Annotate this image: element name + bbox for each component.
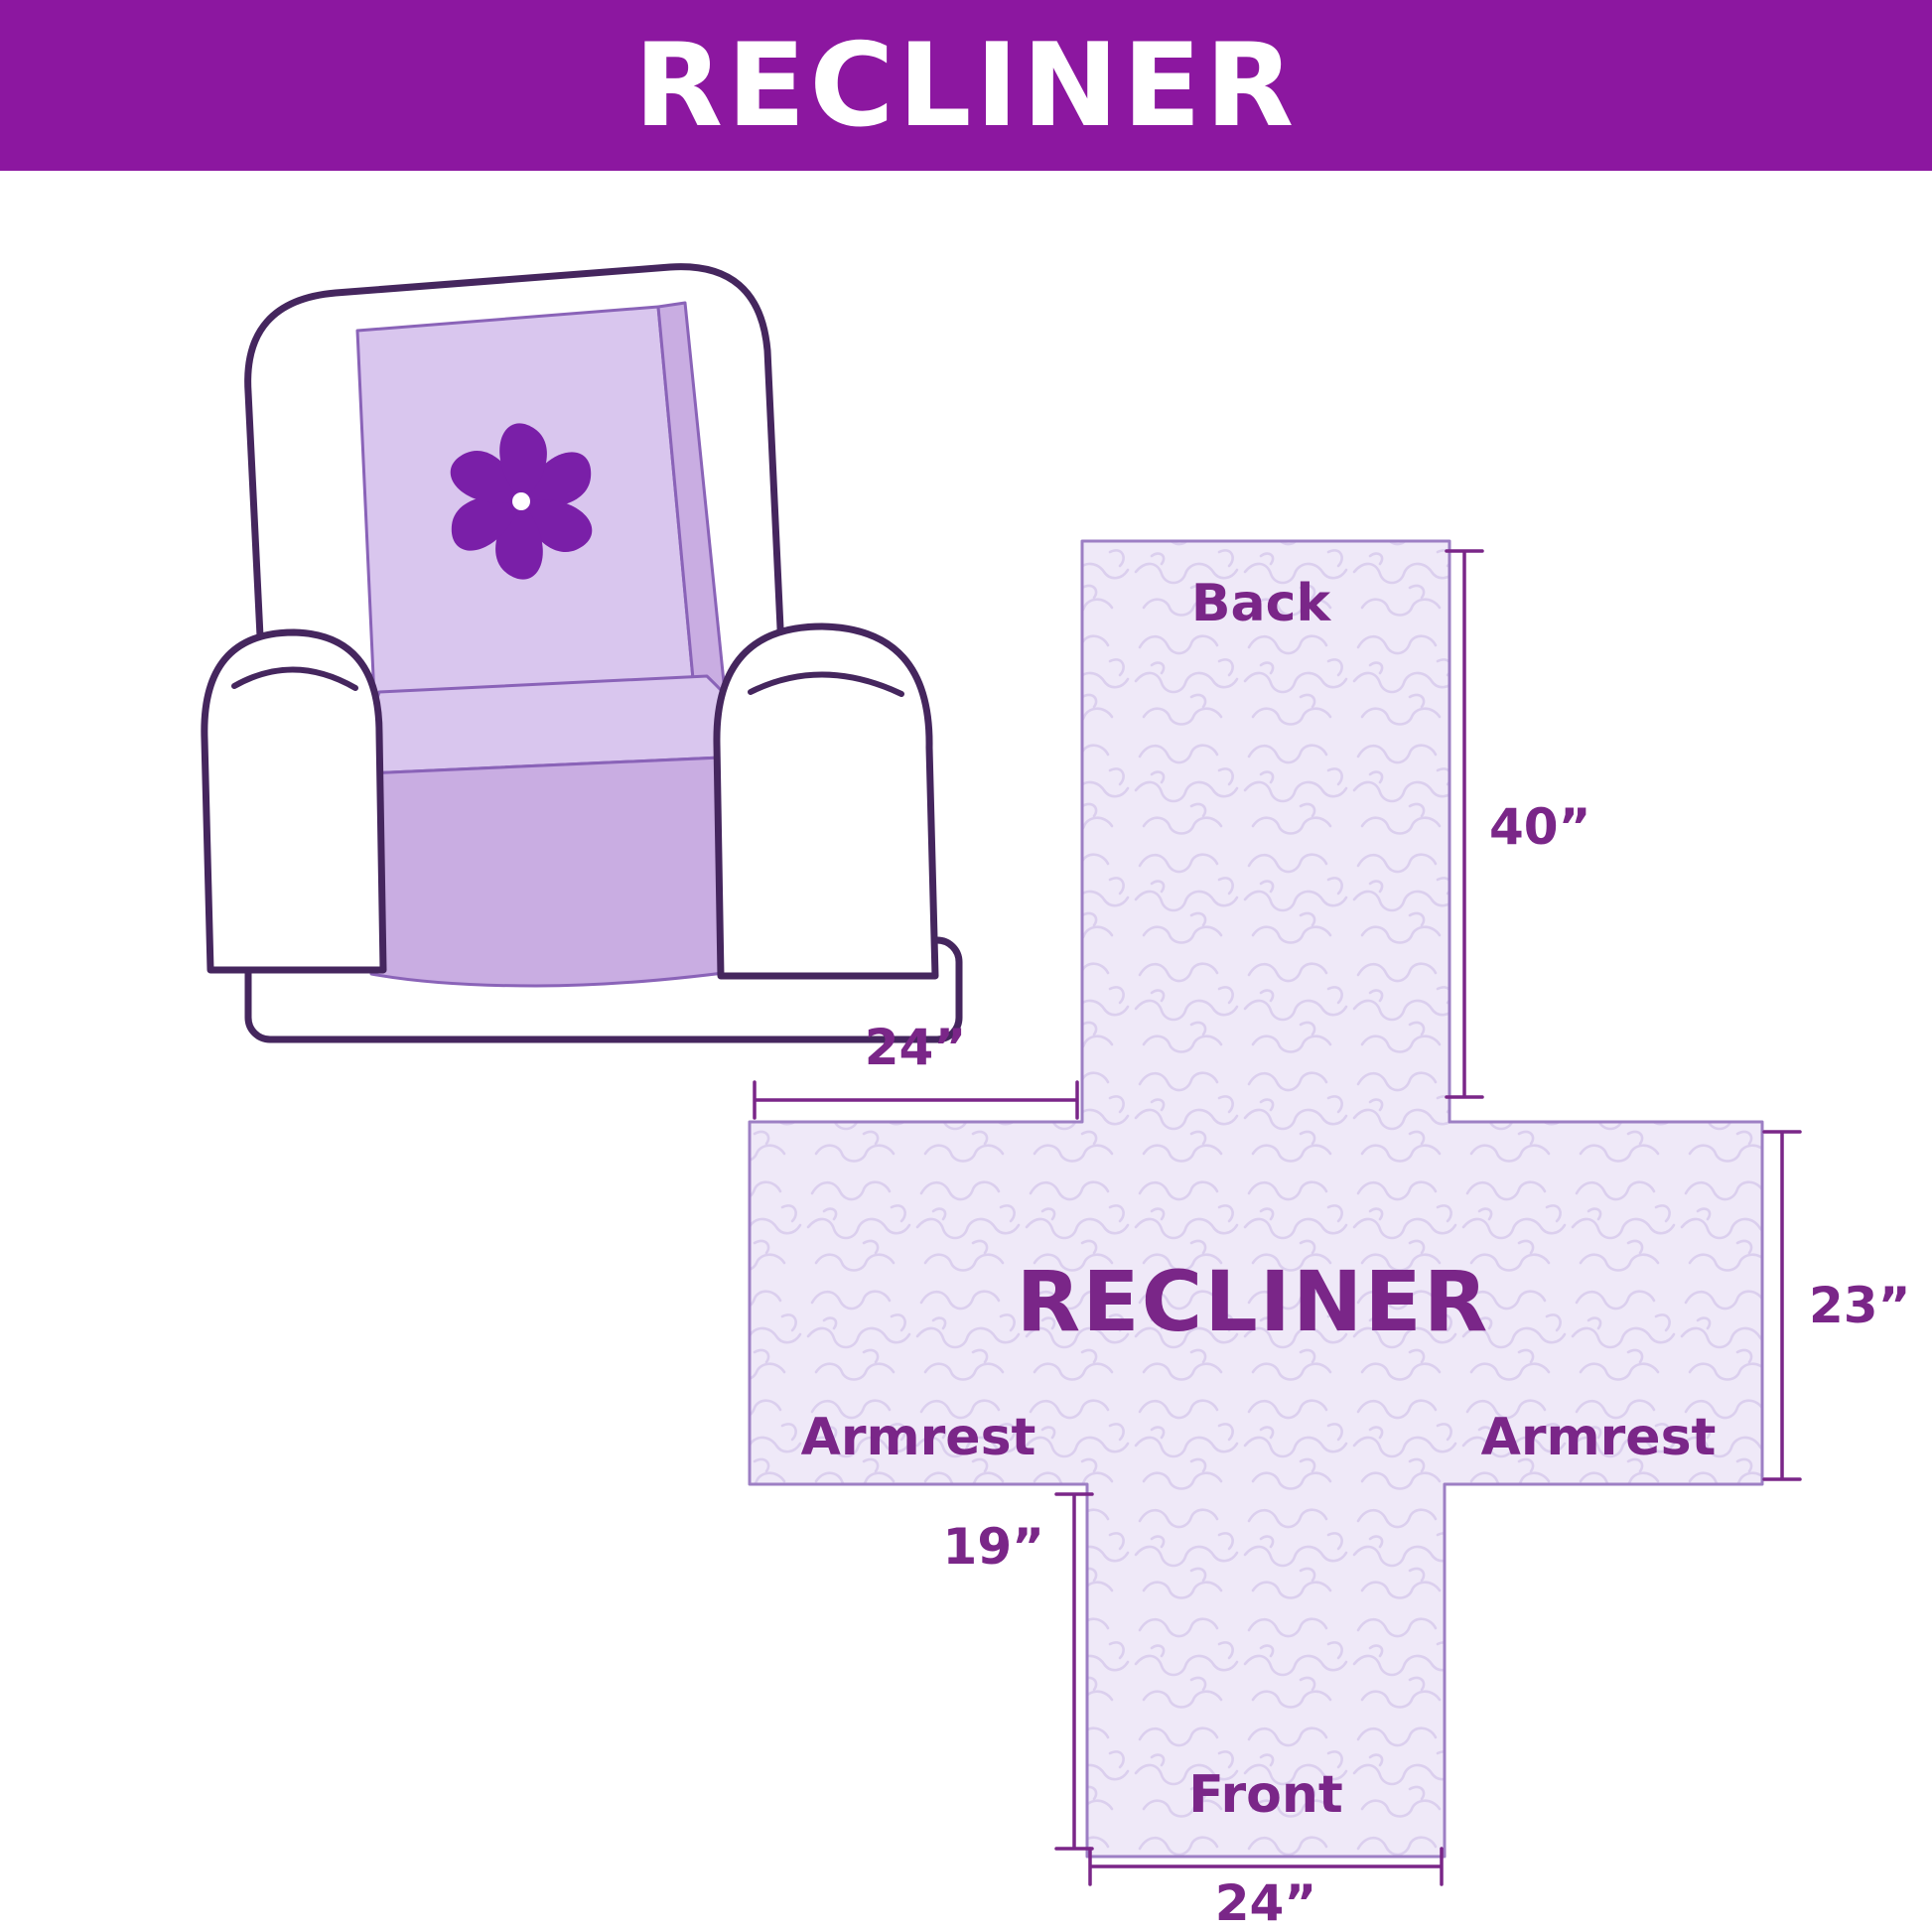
armrest-left-label: Armrest — [801, 1408, 1036, 1467]
front-panel-label: Front — [1188, 1765, 1342, 1825]
dimension-front-height: 19” — [943, 1492, 1094, 1851]
dimension-front-height-label: 19” — [943, 1518, 1044, 1576]
page-title: RECLINER — [633, 18, 1299, 153]
seat-cover-panel — [365, 674, 766, 988]
pinwheel-icon — [450, 423, 593, 580]
cover-cross-shape — [748, 539, 1764, 1859]
chair-right-armrest — [713, 622, 939, 980]
recliner-chair-illustration — [201, 263, 963, 1043]
cover-dimension-diagram: Back RECLINER Armrest Armrest Front 40” … — [748, 539, 1910, 1932]
header-banner: RECLINER — [0, 0, 1932, 171]
dimension-side-height-label: 23” — [1809, 1277, 1910, 1334]
dimension-side-height: 23” — [1762, 1130, 1910, 1481]
dimension-front-width-label: 24” — [1215, 1874, 1316, 1932]
dimension-armrest-top-width-label: 24” — [865, 1019, 966, 1076]
dimension-front-width: 24” — [1088, 1847, 1444, 1932]
dimension-back-height-label: 40” — [1489, 798, 1590, 856]
dimension-armrest-top-width: 24” — [753, 1019, 1079, 1120]
armrest-right-label: Armrest — [1481, 1408, 1717, 1467]
chair-left-armrest — [201, 628, 387, 974]
dimension-back-height: 40” — [1445, 549, 1590, 1099]
center-label: RECLINER — [1017, 1253, 1490, 1350]
back-panel-label: Back — [1191, 574, 1332, 633]
